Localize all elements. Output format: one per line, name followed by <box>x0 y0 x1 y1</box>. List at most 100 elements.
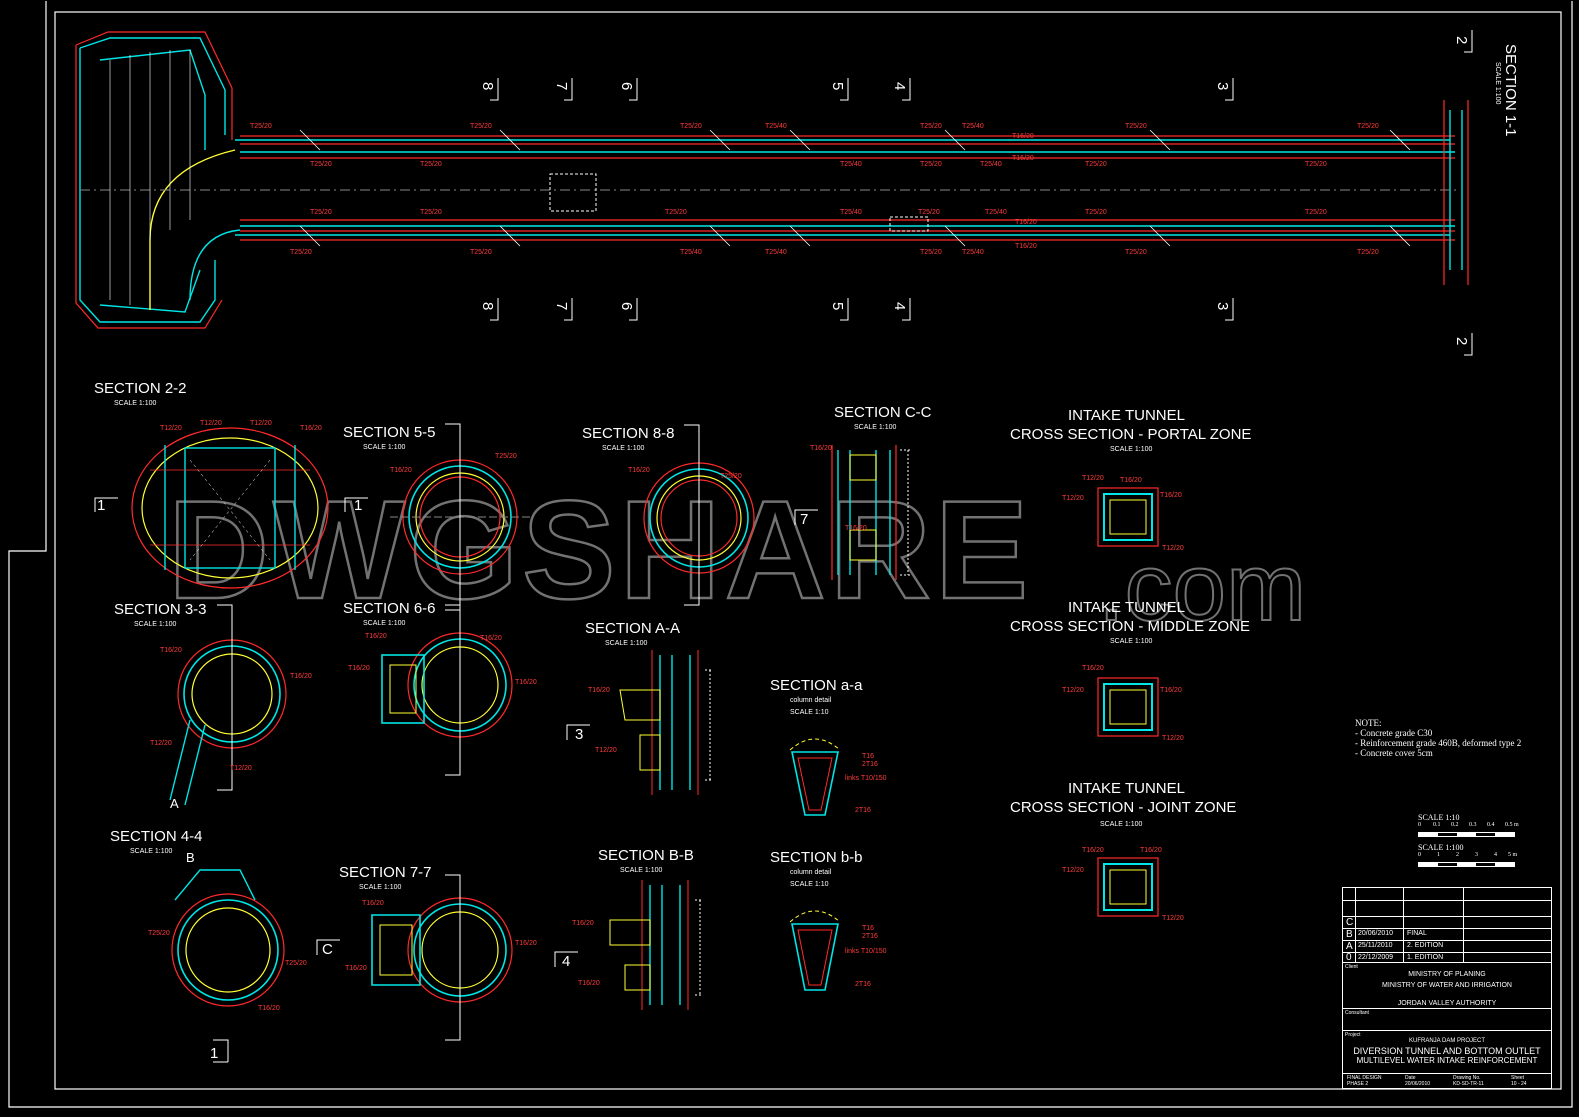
client-line: JORDAN VALLEY AUTHORITY <box>1397 1000 1497 1007</box>
section-col-b-b-sub: column detail <box>790 869 832 876</box>
svg-text:T16/20: T16/20 <box>1160 687 1182 694</box>
opening-outline-small <box>889 216 929 232</box>
note-line: - Concrete cover 5cm <box>1355 748 1433 758</box>
opening-outline <box>549 173 597 212</box>
scale-tick: 0 <box>1418 822 1421 828</box>
intake-rebar-lines <box>75 31 1455 329</box>
intake-middle: INTAKE TUNNEL CROSS SECTION - MIDDLE ZON… <box>1010 599 1250 742</box>
svg-text:T25/40: T25/40 <box>765 123 787 130</box>
cut-2-2-left: 1 <box>97 497 105 514</box>
svg-text:T16/20: T16/20 <box>160 647 182 654</box>
rev-desc: 1. EDITION <box>1407 954 1444 961</box>
svg-text:T25/20: T25/20 <box>310 161 332 168</box>
section-a-a-scale: SCALE 1:100 <box>605 640 648 647</box>
svg-text:T25/40: T25/40 <box>840 209 862 216</box>
svg-text:T12/20: T12/20 <box>160 425 182 432</box>
scale-tick: 4 <box>1494 852 1497 858</box>
cut-bottom-2: 2 <box>1453 337 1470 345</box>
svg-text:T16/20: T16/20 <box>345 965 367 972</box>
scale-tick: 0.1 <box>1433 822 1441 828</box>
svg-text:T25/20: T25/20 <box>1085 161 1107 168</box>
scale-bar-label: SCALE 1:10 <box>1418 813 1460 822</box>
svg-text:T16/20: T16/20 <box>1012 155 1034 162</box>
scale-tick: 0.4 <box>1487 822 1495 828</box>
scale-tick: 0.3 <box>1469 822 1477 828</box>
cut-2-2-right: 1 <box>354 497 362 514</box>
svg-text:T16/20: T16/20 <box>572 920 594 927</box>
col-bb-2t16-bottom: 2T16 <box>855 981 871 988</box>
section-6-6: SECTION 6-6 SCALE 1:100 T16/20 T16/20 T1… <box>343 600 537 776</box>
note-line: - Concrete grade C30 <box>1355 728 1433 738</box>
cut-top-3: 3 <box>1214 82 1231 90</box>
watermark-suffix: .com <box>1098 534 1306 641</box>
svg-text:T16/20: T16/20 <box>1012 133 1034 140</box>
rev-id: C <box>1346 917 1354 928</box>
svg-text:T16/20: T16/20 <box>515 679 537 686</box>
general-notes: NOTE: - Concrete grade C30 - Reinforceme… <box>1355 718 1521 758</box>
svg-text:T16/20: T16/20 <box>290 673 312 680</box>
section-col-a-a-scale: SCALE 1:10 <box>790 709 829 716</box>
section-1-1: T25/20 T25/20 T25/20 T25/40 T25/20 T25/4… <box>75 30 1519 356</box>
cut-a-a: 3 <box>575 726 583 743</box>
svg-text:T16/20: T16/20 <box>1082 665 1104 672</box>
intake-structure-outline <box>79 37 1450 323</box>
section-a-a: SECTION A-A SCALE 1:100 3 T16/20 T12/20 <box>566 620 712 795</box>
intake-portal-scale: SCALE 1:100 <box>1110 446 1153 453</box>
cut-top-5: 5 <box>829 82 846 90</box>
svg-text:T25/40: T25/40 <box>962 249 984 256</box>
rev-date: 22/12/2009 <box>1358 954 1394 961</box>
svg-text:T12/20: T12/20 <box>1062 687 1084 694</box>
project-line: KUFRANJA DAM PROJECT <box>1408 1038 1485 1044</box>
cut-marker-lines <box>490 30 1473 356</box>
note-heading: NOTE: <box>1355 718 1382 728</box>
rev-id: 0 <box>1346 952 1352 963</box>
section-7-7-scale: SCALE 1:100 <box>359 884 402 891</box>
svg-text:T25/20: T25/20 <box>1125 123 1147 130</box>
section-col-b-b: SECTION b-b column detail SCALE 1:10 T16… <box>770 849 887 991</box>
intake-joint-title-1: INTAKE TUNNEL <box>1068 780 1185 797</box>
svg-text:T16/20: T16/20 <box>515 940 537 947</box>
cut-bottom-4: 4 <box>891 302 908 310</box>
svg-text:T25/40: T25/40 <box>985 209 1007 216</box>
svg-text:T25/40: T25/40 <box>840 161 862 168</box>
tunnel-end-rebar <box>1443 100 1469 285</box>
col-bb-links: links T10/150 <box>845 948 887 955</box>
svg-text:T25/20: T25/20 <box>470 249 492 256</box>
col-bb-t16: T16 <box>862 925 874 932</box>
rev-desc: 2. EDITION <box>1407 942 1444 949</box>
project-subtitle: MULTILEVEL WATER INTAKE REINFORCEMENT <box>1356 1056 1538 1065</box>
client-line: MINISTRY OF WATER AND IRRIGATION <box>1382 982 1512 989</box>
scale-tick: 0.2 <box>1451 822 1459 828</box>
sheet-frame <box>8 1 1573 1108</box>
project-title: DIVERSION TUNNEL AND BOTTOM OUTLET <box>1353 1046 1541 1056</box>
project-label: Project <box>1345 1032 1361 1038</box>
svg-text:T25/20: T25/20 <box>1357 123 1379 130</box>
footer-item: 20/06/2010 <box>1405 1081 1431 1087</box>
section-b-b: SECTION B-B SCALE 1:100 4 T16/20 T16/20 <box>554 847 702 1010</box>
intake-portal-title-1: INTAKE TUNNEL <box>1068 407 1185 424</box>
svg-text:T16/20: T16/20 <box>362 900 384 907</box>
section-col-b-b-scale: SCALE 1:10 <box>790 881 829 888</box>
section-4-4: SECTION 4-4 SCALE 1:100 B 1 T25/20 T25/2… <box>110 828 307 1063</box>
svg-text:T12/20: T12/20 <box>250 420 272 427</box>
section-5-5-title: SECTION 5-5 <box>343 424 436 441</box>
section-col-b-b-title: SECTION b-b <box>770 849 863 866</box>
intake-joint-scale: SCALE 1:100 <box>1100 821 1143 828</box>
footer-item: 10 - 24 <box>1511 1081 1527 1087</box>
cut-3-3-a: A <box>170 796 179 811</box>
cut-bottom-8: 8 <box>479 302 496 310</box>
scale-tick: 0 <box>1418 852 1421 858</box>
cut-b-b: 4 <box>562 953 570 970</box>
section-5-5: SECTION 5-5 SCALE 1:100 T16/20 T25/20 <box>343 423 530 611</box>
scale-tick: 3 <box>1475 852 1478 858</box>
section-2-2-scale: SCALE 1:100 <box>114 400 157 407</box>
svg-text:T12/20: T12/20 <box>1162 735 1184 742</box>
intake-portal-title-2: CROSS SECTION - PORTAL ZONE <box>1010 426 1251 443</box>
section-7-7: SECTION 7-7 SCALE 1:100 C T16/20 T16/20 … <box>316 864 537 1041</box>
svg-text:T16/20: T16/20 <box>1120 477 1142 484</box>
svg-text:T25/20: T25/20 <box>290 249 312 256</box>
svg-text:T25/20: T25/20 <box>918 209 940 216</box>
svg-text:T16/20: T16/20 <box>1015 243 1037 250</box>
section-col-a-a: SECTION a-a column detail SCALE 1:10 T16… <box>770 677 887 816</box>
watermark-text: DWGSHARE <box>168 471 1032 628</box>
